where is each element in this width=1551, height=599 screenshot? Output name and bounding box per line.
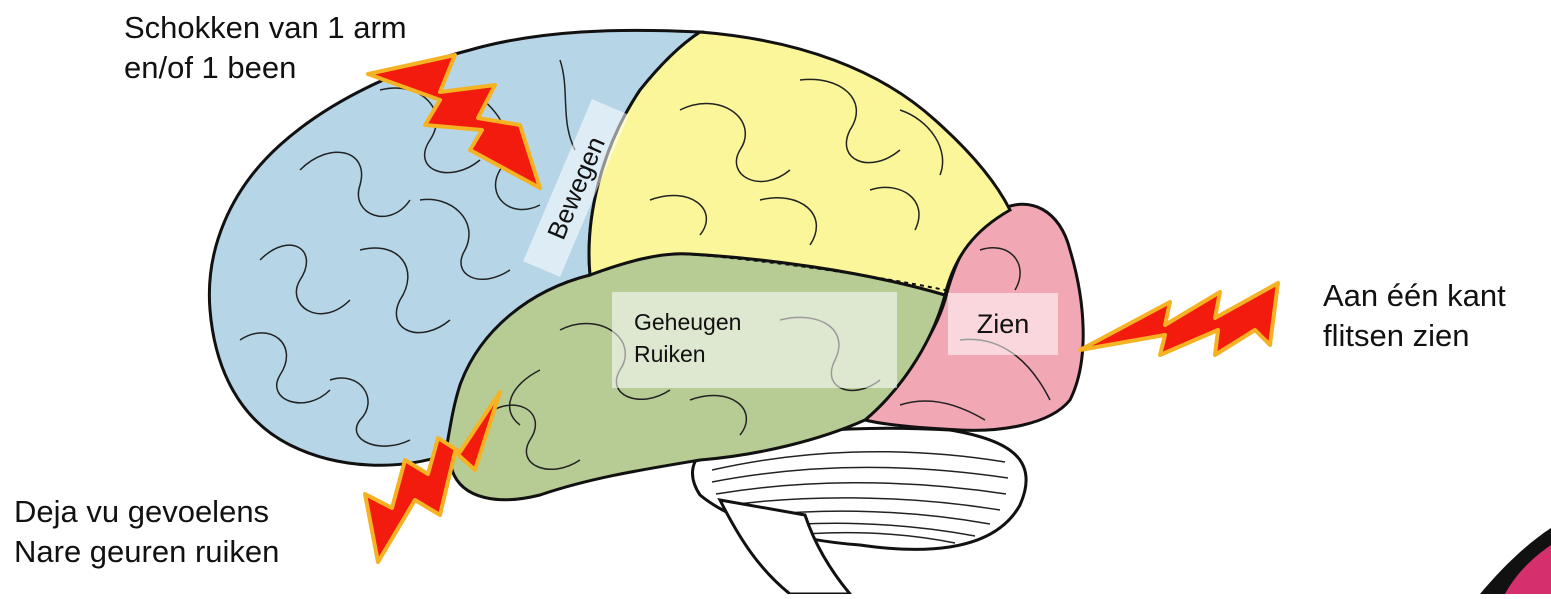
temporal-seizure-annotation: Deja vu gevoelens Nare geuren ruiken [14, 492, 279, 572]
temporal-label-line-1: Geheugen [612, 306, 897, 338]
occipital-annotation-line-2: flitsen zien [1323, 316, 1506, 356]
logo-corner [1480, 528, 1551, 594]
motor-annotation-line-1: Schokken van 1 arm [124, 8, 407, 48]
occipital-region-label: Zien [948, 293, 1058, 355]
temporal-label-line-2: Ruiken [612, 338, 897, 370]
temporal-region-label: Geheugen Ruiken [612, 292, 897, 388]
temporal-annotation-line-2: Nare geuren ruiken [14, 532, 279, 572]
motor-seizure-annotation: Schokken van 1 arm en/of 1 been [124, 8, 407, 88]
lightning-bolt-occipital [1080, 283, 1278, 355]
occipital-annotation-line-1: Aan één kant [1323, 276, 1506, 316]
motor-annotation-line-2: en/of 1 been [124, 48, 407, 88]
temporal-annotation-line-1: Deja vu gevoelens [14, 492, 279, 532]
occipital-seizure-annotation: Aan één kant flitsen zien [1323, 276, 1506, 356]
